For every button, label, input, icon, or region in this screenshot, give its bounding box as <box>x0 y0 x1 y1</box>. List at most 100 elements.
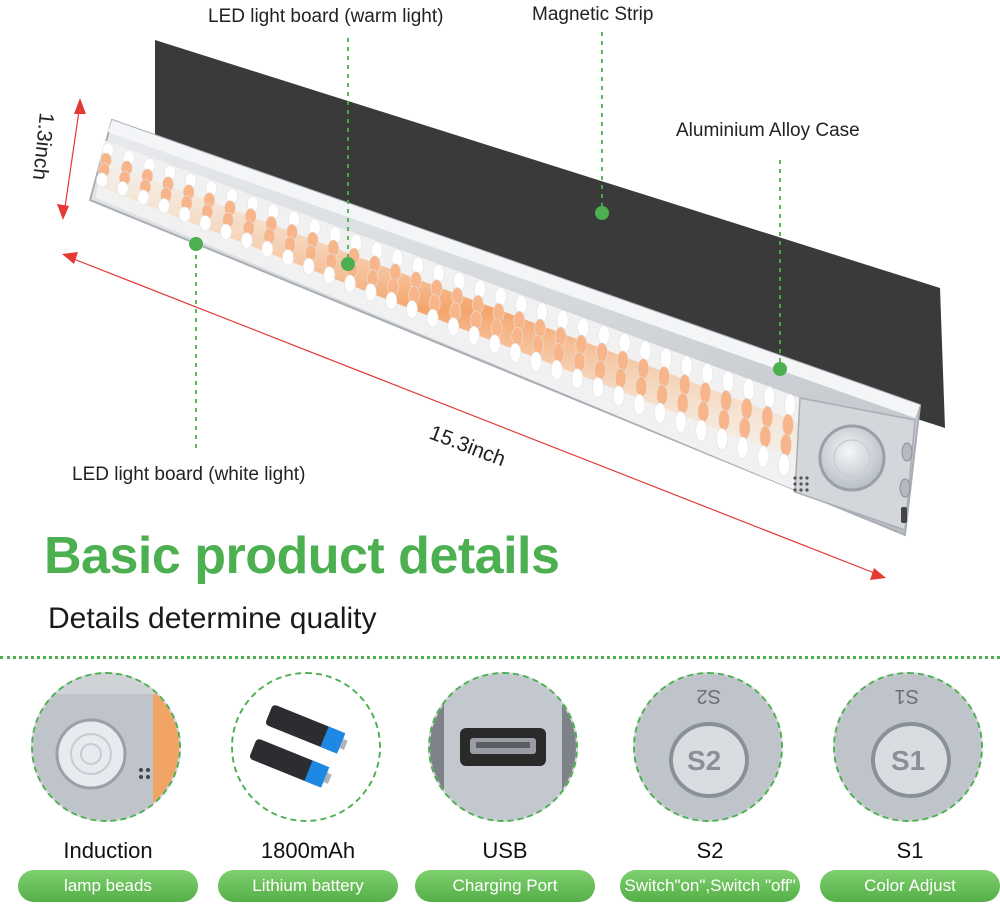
led-bead <box>699 382 712 404</box>
led-bead <box>736 436 749 459</box>
led-bead <box>240 232 253 249</box>
button-s2 <box>901 442 913 462</box>
s2-button-mark: S2 <box>687 745 721 776</box>
aluminium-case-marker <box>773 362 787 376</box>
led-bead <box>550 359 563 380</box>
led-bead <box>302 257 315 275</box>
callout-dots <box>189 206 787 376</box>
pir-sensor <box>818 424 886 492</box>
feature-usb: USB Charging Port <box>415 672 595 912</box>
usb-closeup <box>428 672 578 822</box>
led-bead <box>178 206 191 223</box>
led-bead <box>158 198 170 214</box>
button-s1 <box>899 478 911 498</box>
feature-s2: S2 S2 S2 Switch"on",Switch "off" <box>620 672 800 912</box>
s2-button-icon: S2 S2 <box>635 674 781 820</box>
led-bead <box>556 309 569 330</box>
led-bead <box>571 368 584 389</box>
callout-leaders <box>195 32 781 452</box>
led-bead <box>282 249 294 267</box>
led-bead <box>616 350 629 372</box>
battery-icon <box>233 674 379 820</box>
led-bead <box>530 351 542 372</box>
led-bead <box>784 393 796 417</box>
feature-induction: Induction lamp beads <box>18 672 198 912</box>
led-bead <box>116 181 129 196</box>
callout-magnetic-strip: Magnetic Strip <box>532 4 654 25</box>
dimension-height-label: 1.3inch <box>28 111 58 181</box>
led-bead <box>594 359 606 381</box>
callout-warm-light: LED light board (warm light) <box>208 6 444 27</box>
callout-white-light: LED light board (white light) <box>72 464 306 485</box>
feature-title: USB <box>482 838 528 863</box>
feature-label: Charging Port <box>415 870 595 902</box>
led-bead <box>552 343 565 364</box>
feature-label: Switch"on",Switch "off" <box>620 870 800 902</box>
led-bead <box>364 283 377 302</box>
led-bead <box>220 223 232 240</box>
speaker-holes <box>793 476 809 492</box>
s2-closeup: S2 S2 <box>633 672 783 822</box>
led-bead <box>716 428 728 451</box>
feature-title: Induction <box>63 838 153 863</box>
led-bead <box>470 310 482 330</box>
led-bead <box>658 366 670 388</box>
led-bead <box>344 274 356 293</box>
led-bead <box>511 327 524 347</box>
led-bead <box>536 302 548 323</box>
led-bead <box>742 378 755 401</box>
led-bead <box>515 294 528 315</box>
led-bead <box>472 294 484 314</box>
warm-led-marker <box>341 257 355 271</box>
led-bead <box>261 240 274 258</box>
led-bead <box>718 409 730 431</box>
led-bead <box>137 189 150 205</box>
led-bead <box>676 392 689 414</box>
led-bead <box>637 358 650 380</box>
led-bead <box>722 370 734 393</box>
white-led-marker <box>189 237 203 251</box>
feature-battery: 1800mAh Lithium battery <box>218 672 398 912</box>
led-bead <box>660 348 672 370</box>
led-bead <box>656 384 668 406</box>
led-bead <box>720 389 732 412</box>
led-bead <box>323 266 336 284</box>
led-bead <box>96 172 108 188</box>
led-bead <box>513 310 526 331</box>
led-beads <box>96 142 796 477</box>
usb-port <box>901 507 907 523</box>
led-bead <box>598 325 610 346</box>
feature-s1: S1 S1 S1 Color Adjust <box>820 672 1000 912</box>
led-bead <box>490 318 503 338</box>
led-bead <box>778 453 790 477</box>
magnetic-strip <box>155 40 945 428</box>
led-bead <box>385 291 398 310</box>
feature-title: 1800mAh <box>260 838 356 863</box>
end-cap <box>793 397 916 532</box>
led-bead <box>492 303 505 323</box>
led-bead <box>468 325 480 345</box>
battery-closeup <box>231 672 381 822</box>
section-heading: Basic product details <box>44 527 560 585</box>
led-bead <box>761 405 774 429</box>
led-bead <box>695 419 708 442</box>
led-bead <box>697 400 710 423</box>
s1-engraving: S1 <box>895 685 919 707</box>
led-bead <box>639 340 652 362</box>
led-bead <box>532 335 544 355</box>
s1-button-mark: S1 <box>891 745 925 776</box>
dimension-height-arrow <box>57 98 86 220</box>
led-bead <box>575 334 588 355</box>
led-bead <box>494 287 507 307</box>
led-bead <box>406 300 418 319</box>
feature-label: Lithium battery <box>218 870 398 902</box>
callout-aluminium-case: Aluminium Alloy Case <box>676 120 860 141</box>
led-bead <box>596 342 608 363</box>
feature-label: Color Adjust <box>820 870 1000 902</box>
dotted-divider <box>0 656 1000 659</box>
motion-sensor-icon <box>33 674 179 820</box>
led-bead <box>614 367 627 389</box>
led-bead <box>701 363 714 385</box>
led-bead <box>534 318 546 339</box>
led-bead <box>757 445 770 468</box>
